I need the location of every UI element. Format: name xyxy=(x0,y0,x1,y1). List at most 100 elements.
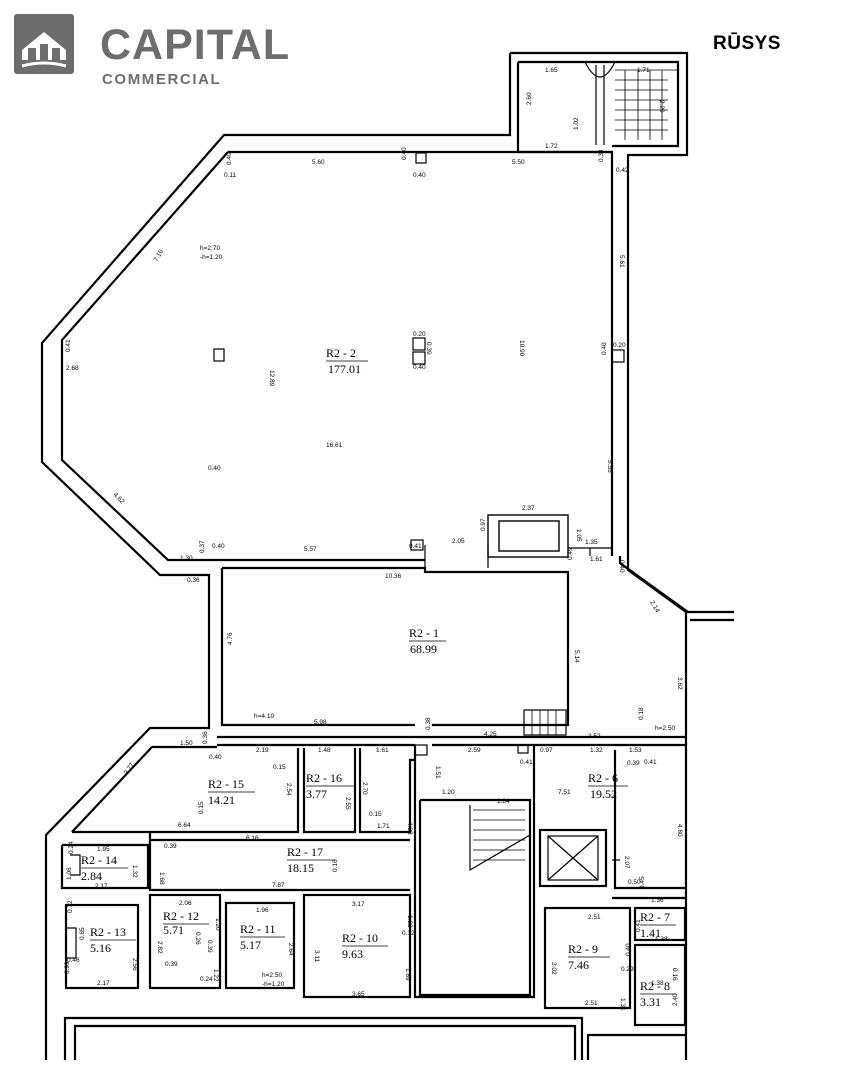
dimension-label: 1.02 xyxy=(573,117,580,130)
dimension-label: 0.24 xyxy=(200,976,213,983)
dimension-label: 1.50 xyxy=(180,740,193,747)
dimension-label: 0.41 xyxy=(409,543,422,550)
dimension-label: 0.37 xyxy=(199,540,206,553)
dimension-label: 0.41 xyxy=(65,339,72,352)
room-area: 3.77 xyxy=(306,787,327,801)
dimension-label: 1.84 xyxy=(497,798,510,805)
dimension-label: 3.65 xyxy=(352,991,365,998)
dimension-label: 0.20 xyxy=(613,342,626,349)
dimension-label: 0.11 xyxy=(224,172,237,179)
room-id: R2 - 15 xyxy=(208,777,244,791)
room-area: 19.52 xyxy=(590,787,617,801)
dimension-label: 0.41 xyxy=(644,759,657,766)
dimension-label: 1.38 xyxy=(651,980,664,987)
room-area: 2.84 xyxy=(81,869,102,883)
dimension-label: 2.70 xyxy=(361,782,368,795)
dimension-label: 1.06 xyxy=(66,867,73,880)
dimension-label: 0.41 xyxy=(520,759,533,766)
dimension-label: 2.51 xyxy=(588,914,601,921)
dimension-label: 0.40 xyxy=(625,943,632,956)
dimension-label: 2.82 xyxy=(156,941,163,954)
room-id: R2 - 13 xyxy=(90,925,126,939)
dimension-label: 0.39 xyxy=(627,760,640,767)
dimension-label: 0.40 xyxy=(413,172,426,179)
dimension-label: 5.57 xyxy=(304,546,317,553)
dimension-label: 10.36 xyxy=(385,573,402,580)
dimension-label: 1.22 xyxy=(212,969,219,982)
dimension-label: 1.20 xyxy=(214,918,221,931)
dimension-label: 4.80 xyxy=(676,824,683,837)
dimension-label: 0.40 xyxy=(618,560,625,573)
room-id: R2 - 6 xyxy=(588,771,618,785)
dimension-label: 2.55 xyxy=(344,797,351,810)
dimension-label: 1.71 xyxy=(377,823,390,830)
dimension-label: 3.11 xyxy=(313,950,320,963)
dimension-label: 0.15 xyxy=(273,764,286,771)
room-id: R2 - 12 xyxy=(163,909,199,923)
room-area: 7.46 xyxy=(568,958,589,972)
dimension-label: 3.52 xyxy=(588,733,601,740)
dimension-label: 7.87 xyxy=(272,882,285,889)
dimension-label: 4.25 xyxy=(484,731,497,738)
dimension-label: 0.26 xyxy=(194,932,201,945)
dimension-label: 2.77 xyxy=(123,761,136,776)
dimension-label: 6.64 xyxy=(178,822,191,829)
dimension-label: 1.51 xyxy=(434,766,441,779)
room-id: R2 - 14 xyxy=(81,853,117,867)
dimension-label: 1.71 xyxy=(637,67,650,74)
dimension-label: 6.16 xyxy=(246,835,259,842)
dimension-label: 1.38 xyxy=(655,936,668,943)
room-area: 9.63 xyxy=(342,947,363,961)
room-id: R2 - 2 xyxy=(326,346,356,360)
dimension-label: 0.16 xyxy=(671,968,678,981)
room-id: R2 - 7 xyxy=(640,910,670,924)
room-area: 3.31 xyxy=(640,995,661,1009)
room-area: 14.21 xyxy=(208,793,235,807)
dimension-label: 1.32 xyxy=(131,865,138,878)
dimension-label: 5.61 xyxy=(618,255,625,268)
dimension-label: h=2.50 xyxy=(655,725,675,732)
room-id: R2 - 9 xyxy=(568,942,598,956)
dimension-label: 0.36 xyxy=(187,577,200,584)
dimension-label: 0.72 xyxy=(67,900,74,913)
dimension-label: 3.02 xyxy=(550,962,557,975)
dimension-label: 1.22 xyxy=(406,915,413,928)
room-id: R2 - 16 xyxy=(306,771,342,785)
dimension-label: 0.29 xyxy=(621,966,634,973)
dimension-label: 2.17 xyxy=(95,883,108,890)
room-area: 177.01 xyxy=(328,362,361,376)
dimension-label: 2.06 xyxy=(179,900,192,907)
brand-subtitle: COMMERCIAL xyxy=(102,71,222,88)
dimension-label: 0.18 xyxy=(638,707,645,720)
dimension-label: 2.37 xyxy=(522,505,535,512)
dimension-label: 1.65 xyxy=(545,67,558,74)
dimension-label: 3.17 xyxy=(352,901,365,908)
room-id: R2 - 10 xyxy=(342,931,378,945)
dimension-label: 0.20 xyxy=(413,331,426,338)
dimension-label: 4.38 xyxy=(406,822,413,835)
dimension-label: 1.31 xyxy=(619,998,626,1011)
dimension-label: -h=1.20 xyxy=(262,981,285,988)
floor-label: RŪSYS xyxy=(713,33,781,54)
dimension-label: 16.61 xyxy=(326,442,343,449)
dimension-label: 1.61 xyxy=(590,556,603,563)
dimension-label: 1.96 xyxy=(256,907,269,914)
dimension-label: 1.53 xyxy=(629,747,642,754)
dimension-label: 3.62 xyxy=(676,677,683,690)
dimension-label: 1.30 xyxy=(180,555,193,562)
dimension-label: 0.49 xyxy=(567,547,574,560)
dimension-label: -h=1.20 xyxy=(200,254,223,261)
room-area: 5.17 xyxy=(240,938,261,952)
dimension-label: 0.40 xyxy=(601,342,608,355)
dimension-label: 0.40 xyxy=(209,754,222,761)
dimension-label: 1.32 xyxy=(590,747,603,754)
dimension-label: 2.60 xyxy=(526,92,533,105)
dimension-label: 2.05 xyxy=(452,538,465,545)
dimension-label: 5.98 xyxy=(314,719,327,726)
room-area: 5.71 xyxy=(163,923,184,937)
dimension-label: 0.16 xyxy=(332,859,339,872)
dimension-label: 0.40 xyxy=(226,152,233,165)
dimension-label: 2.56 xyxy=(131,958,138,971)
dimension-label: h=2.70 xyxy=(200,245,220,252)
